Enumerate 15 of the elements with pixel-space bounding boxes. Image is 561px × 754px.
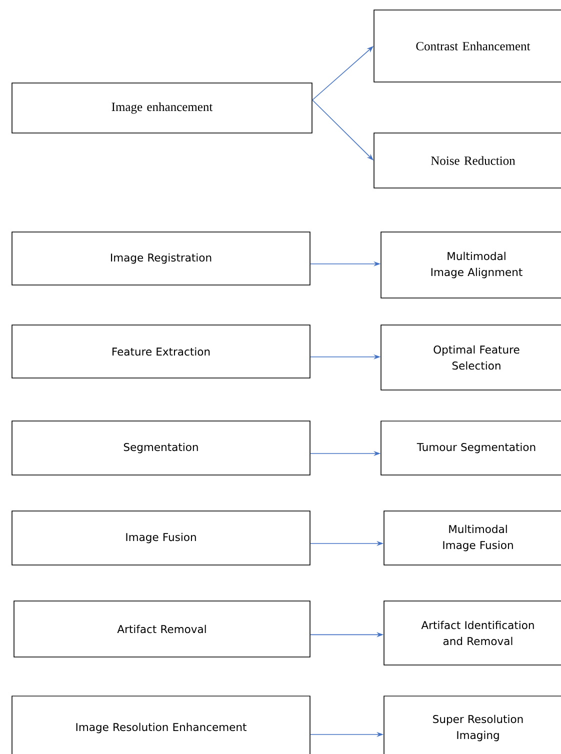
process-box: Artifact Removal: [14, 600, 310, 658]
process-box: Multimodal Image Fusion: [384, 510, 561, 566]
process-box: Multimodal Image Alignment: [380, 232, 561, 298]
process-box: Noise Reduction: [374, 132, 561, 188]
process-box: Image enhancement: [12, 82, 312, 134]
process-box: Segmentation: [12, 420, 310, 476]
process-box: Image Registration: [12, 232, 310, 286]
process-box: Artifact Identification and Removal: [384, 600, 561, 666]
process-box: Contrast Enhancement: [374, 10, 561, 82]
process-box: Image Resolution Enhancement: [12, 696, 310, 754]
process-box: Tumour Segmentation: [380, 420, 561, 476]
process-box: Optimal Feature Selection: [380, 324, 561, 390]
process-box: Image Fusion: [12, 510, 310, 566]
process-box: Feature Extraction: [12, 324, 310, 378]
process-box: Super Resolution Imaging: [384, 696, 561, 754]
